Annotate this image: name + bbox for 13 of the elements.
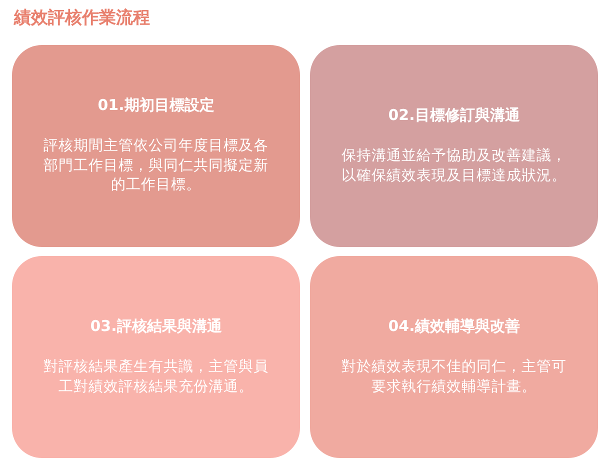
step-card (310, 256, 598, 458)
step-heading: 04.績效輔導與改善 (388, 316, 520, 336)
step-card (12, 45, 300, 247)
diagram-title: 績效評核作業流程 (14, 7, 150, 29)
step-heading: 01.期初目標設定 (98, 96, 214, 116)
step-description: 評核期間主管依公司年度目標及各部門工作目標，與同仁共同擬定新的工作目標。 (42, 137, 270, 196)
step-description: 保持溝通並給予協助及改善建議，以確保績效表現及目標達成狀況。 (340, 146, 568, 186)
step-card (12, 256, 300, 458)
step-description: 對於績效表現不佳的同仁，主管可要求執行績效輔導計畫。 (340, 358, 568, 396)
step-description: 對評核結果產生有共識，主管與員工對績效評核結果充份溝通。 (42, 358, 270, 396)
step-heading: 02.目標修訂與溝通 (388, 106, 520, 125)
step-card (310, 45, 598, 247)
step-heading: 03.評核結果與溝通 (90, 316, 222, 336)
